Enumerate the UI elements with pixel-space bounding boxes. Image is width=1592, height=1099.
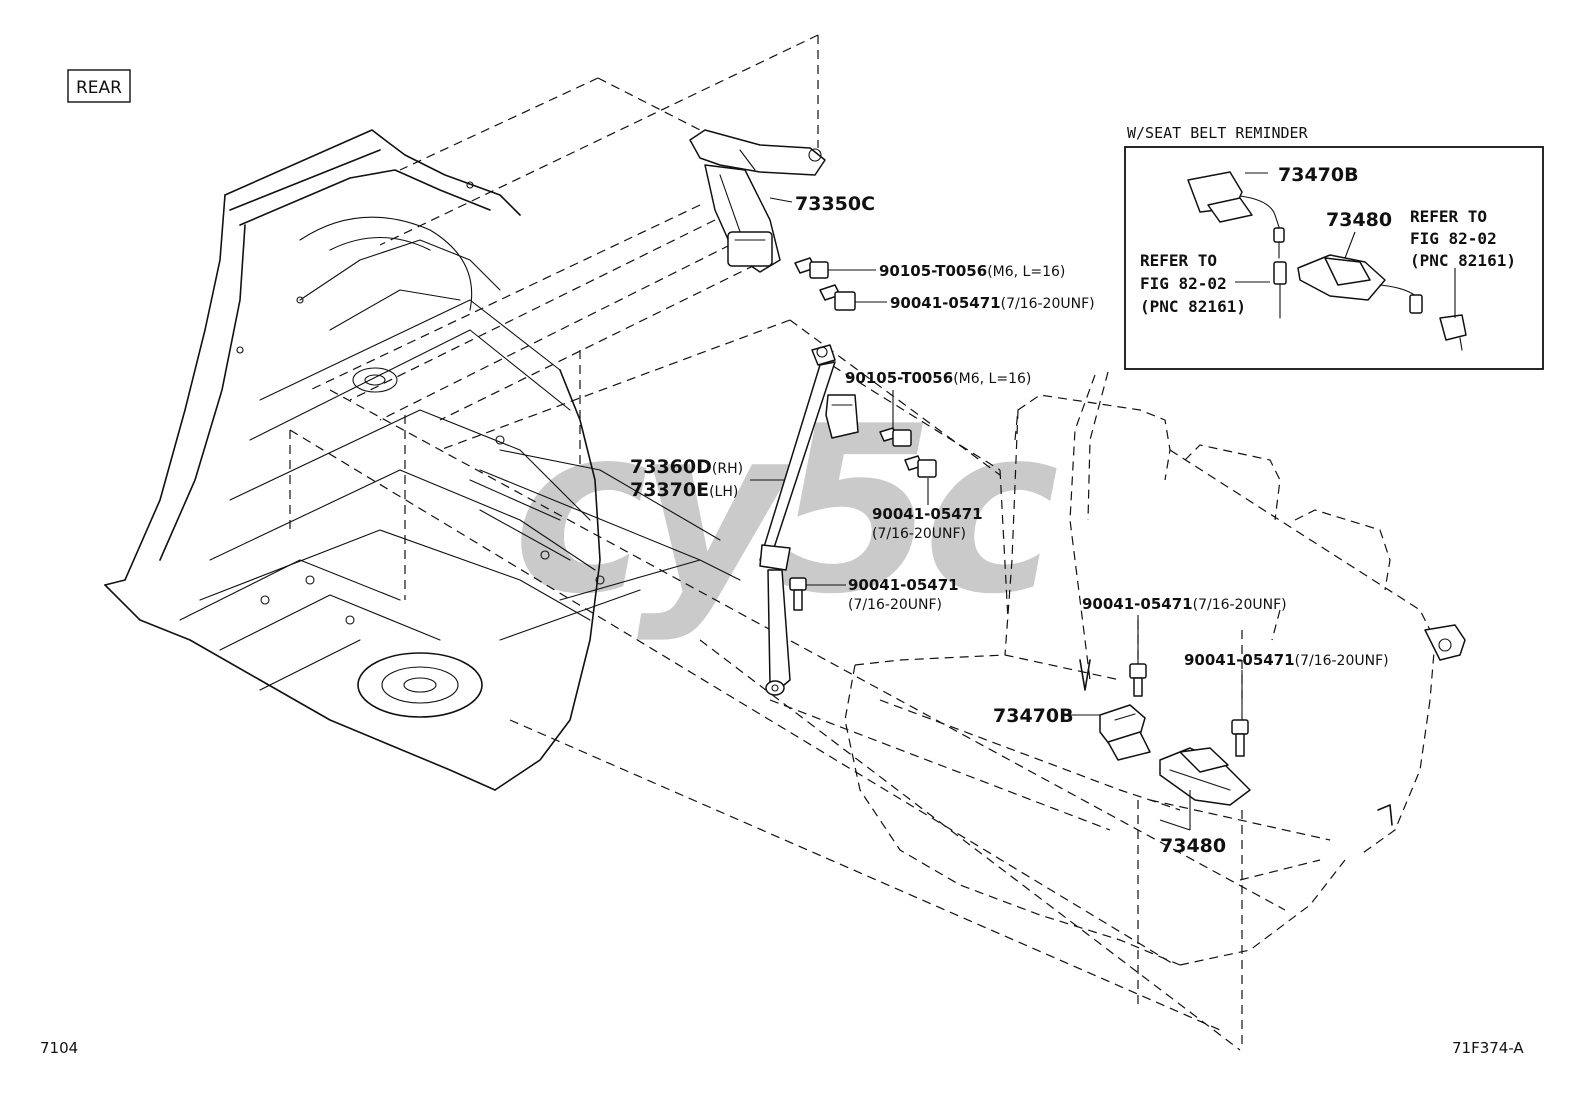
callout-labels: 73350C 90105-T0056(M6, L=16) 90041-05471… bbox=[630, 193, 1389, 857]
inset-panel bbox=[1124, 146, 1544, 370]
inset-title: W/SEAT BELT REMINDER bbox=[1127, 124, 1309, 142]
rear-view-tag: REAR bbox=[67, 69, 131, 103]
inset-buckle-part: 73470B bbox=[1278, 164, 1359, 186]
bolt-label-m6-upper: 90105-T0056(M6, L=16) bbox=[879, 262, 1065, 280]
bolt-label-716-floor-spec: (7/16-20UNF) bbox=[848, 597, 942, 613]
rear-label: REAR bbox=[76, 78, 122, 98]
seat-icon bbox=[844, 371, 1466, 966]
page-code: 7104 bbox=[40, 1039, 78, 1057]
bolt-icon bbox=[789, 427, 937, 611]
part-label-73350c: 73350C bbox=[795, 193, 875, 215]
side-belt-icon bbox=[759, 344, 859, 696]
body-floor-icon bbox=[104, 129, 741, 791]
bolt-label-716-upper: 90041-05471(7/16-20UNF) bbox=[890, 294, 1095, 312]
bolt-label-716-floor-code: 90041-05471 bbox=[848, 576, 959, 594]
refer-right-line1: REFER TO bbox=[1410, 207, 1487, 226]
part-label-73360d: 73360D(RH) bbox=[630, 456, 743, 478]
figure-code: 71F374-A bbox=[1452, 1039, 1524, 1057]
buckle-icon bbox=[1099, 663, 1151, 761]
refer-left-line3: (PNC 82161) bbox=[1140, 297, 1246, 316]
bolt-label-m6-pillar: 90105-T0056(M6, L=16) bbox=[845, 369, 1031, 387]
bolt-label-716-pillar-code: 90041-05471 bbox=[872, 505, 983, 523]
refer-right-line2: FIG 82-02 bbox=[1410, 229, 1497, 248]
tongue-icon bbox=[1159, 719, 1251, 806]
part-label-73370e: 73370E(LH) bbox=[630, 479, 738, 501]
bolt-label-716-buckle: 90041-05471(7/16-20UNF) bbox=[1082, 595, 1287, 613]
watermark: cy5c bbox=[513, 378, 1057, 645]
connector-icon bbox=[1273, 261, 1287, 319]
inset-tongue-part: 73480 bbox=[1326, 209, 1392, 231]
bolt-label-716-pillar-spec: (7/16-20UNF) bbox=[872, 526, 966, 542]
refer-left-line2: FIG 82-02 bbox=[1140, 274, 1227, 293]
inset-labels: W/SEAT BELT REMINDER 73470B 73480 REFER … bbox=[1127, 124, 1516, 316]
refer-left-line1: REFER TO bbox=[1140, 251, 1217, 270]
part-label-73480: 73480 bbox=[1160, 835, 1226, 857]
bolt-label-716-tongue: 90041-05471(7/16-20UNF) bbox=[1184, 651, 1389, 669]
refer-right-line3: (PNC 82161) bbox=[1410, 251, 1516, 270]
leader-lines bbox=[750, 197, 1243, 831]
bolt-icon bbox=[794, 257, 856, 311]
part-label-73470b: 73470B bbox=[993, 705, 1074, 727]
retractor-icon bbox=[689, 129, 826, 273]
assembly-lines bbox=[289, 34, 1286, 1051]
